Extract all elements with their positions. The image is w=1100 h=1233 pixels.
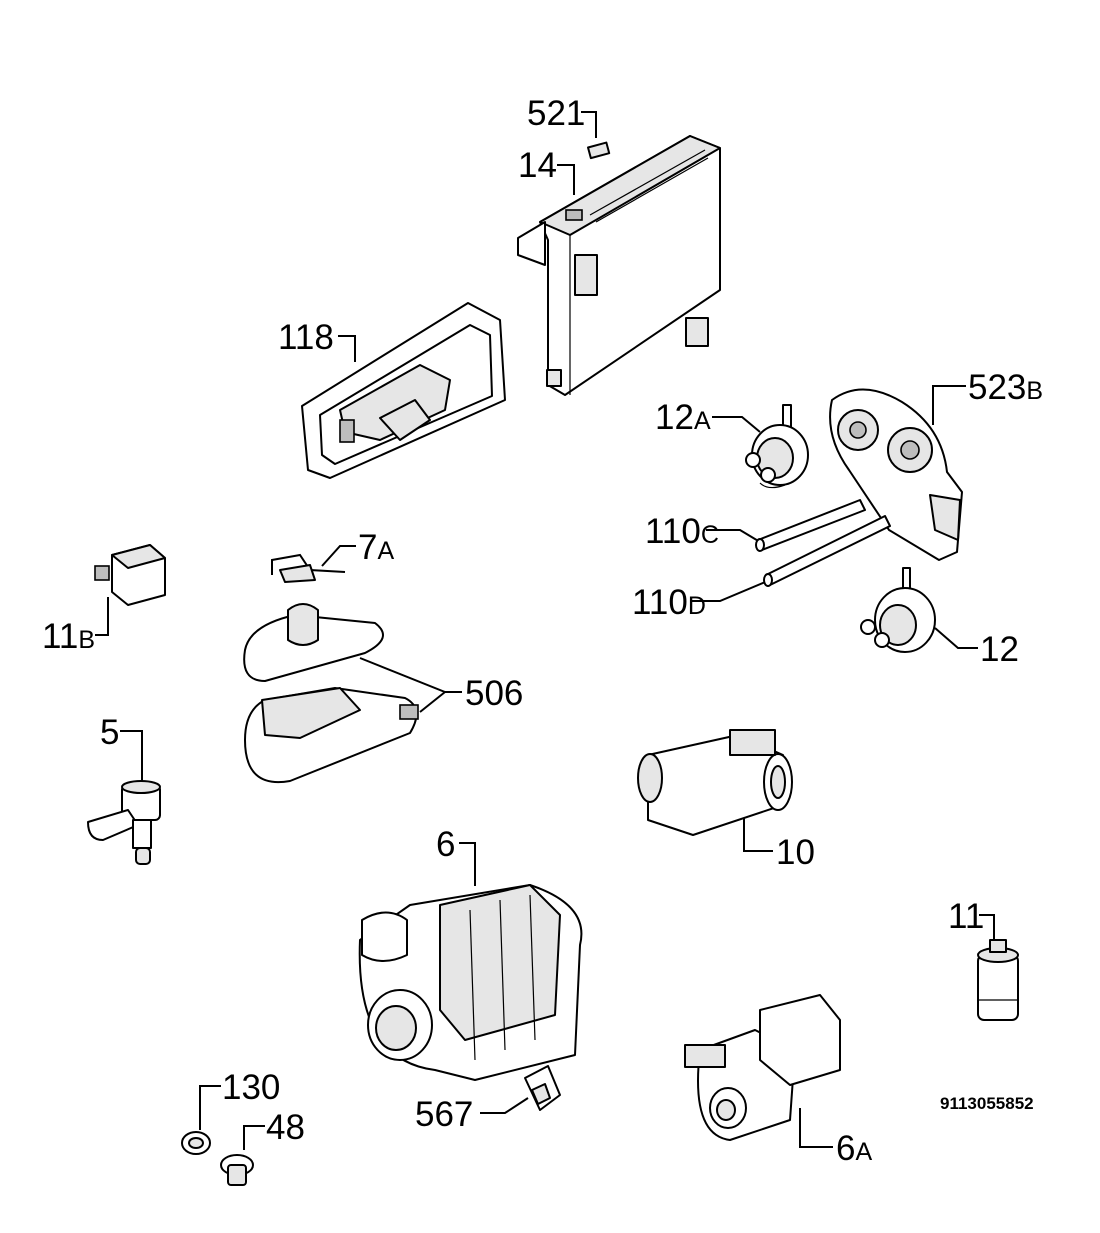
part-567-clip — [524, 1065, 561, 1111]
label-12: 12 — [980, 630, 1019, 669]
label-130: 130 — [222, 1068, 281, 1107]
label-521: 521 — [527, 94, 586, 133]
part-6-pump-motor — [358, 884, 583, 1081]
part-10-heater — [637, 729, 793, 836]
label-12a: 12A — [655, 398, 711, 437]
part-506-sump — [243, 603, 419, 784]
part-5-valve — [87, 780, 161, 865]
label-11b: 11B — [42, 617, 96, 656]
part-14-electronic-module — [517, 135, 721, 396]
part-523b-bracket — [829, 388, 963, 561]
part-130-seal — [181, 1131, 211, 1155]
part-12-pressure-switch — [860, 567, 936, 653]
label-506: 506 — [465, 674, 524, 713]
parts-110-hoses — [755, 499, 891, 587]
part-521-connector — [587, 141, 611, 160]
part-12a-pressure-switch — [745, 404, 809, 489]
label-6: 6 — [436, 825, 456, 864]
part-11b-relay — [94, 544, 166, 606]
label-48: 48 — [266, 1108, 305, 1147]
label-110d: 110D — [632, 583, 706, 622]
label-523b: 523B — [968, 368, 1044, 407]
label-11: 11 — [948, 897, 985, 936]
label-6a: 6A — [836, 1129, 873, 1168]
label-110c: 110C — [645, 512, 719, 551]
part-11-capacitor — [977, 939, 1019, 1021]
part-48-plug — [220, 1154, 254, 1186]
part-118-dispenser — [301, 302, 506, 479]
label-118: 118 — [278, 318, 334, 357]
diagram-code: 9113055852 — [940, 1094, 1034, 1113]
leader-lines — [95, 111, 995, 1150]
label-5: 5 — [100, 713, 120, 752]
part-6a-drain-pump — [684, 994, 841, 1141]
label-10: 10 — [776, 833, 815, 872]
label-7a: 7A — [358, 528, 395, 567]
part-7a-clip — [271, 553, 346, 583]
label-567: 567 — [415, 1095, 474, 1134]
label-14: 14 — [518, 146, 557, 185]
